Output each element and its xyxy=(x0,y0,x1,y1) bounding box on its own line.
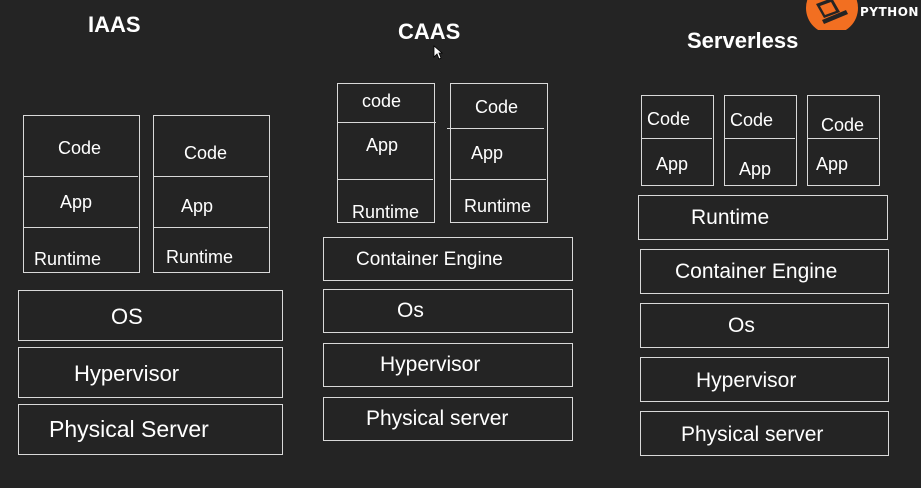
caas-container-2-code: Code xyxy=(475,97,519,117)
caas-container-2-app: App xyxy=(471,143,504,163)
serverless-function-3-code: Code xyxy=(821,115,865,135)
caas-container-2: Code App Runtime xyxy=(447,83,548,223)
serverless-hypervisor-layer: Hypervisor xyxy=(640,357,889,402)
iaas-app-stack-1: Code App Runtime xyxy=(23,115,140,273)
caas-container-1-app: App xyxy=(366,135,399,155)
caas-os-label: Os xyxy=(397,299,424,322)
python-logo: PYTHON xyxy=(802,0,921,30)
serverless-function-2-code: Code xyxy=(730,110,774,130)
iaas-stack-1-app: App xyxy=(60,192,93,212)
serverless-function-3: Code App xyxy=(807,95,880,186)
serverless-os-label: Os xyxy=(728,314,755,337)
iaas-stack-2-app: App xyxy=(181,196,214,216)
serverless-os-layer: Os xyxy=(640,303,889,348)
caas-physical-server-label: Physical server xyxy=(366,407,509,430)
caas-physical-server-layer: Physical server xyxy=(323,397,573,441)
serverless-physical-server-layer: Physical server xyxy=(640,411,889,456)
serverless-function-1-app: App xyxy=(656,154,689,174)
serverless-container-engine-label: Container Engine xyxy=(675,260,838,283)
logo-text: PYTHON xyxy=(860,5,919,19)
iaas-stack-2-code: Code xyxy=(184,143,228,163)
serverless-function-2-app: App xyxy=(739,159,772,179)
laptop-logo-icon xyxy=(806,0,858,30)
serverless-runtime-label: Runtime xyxy=(691,206,770,229)
caas-title: CAAS xyxy=(398,19,461,44)
caas-container-1-runtime: Runtime xyxy=(352,202,420,222)
iaas-hypervisor-label: Hypervisor xyxy=(74,361,180,386)
serverless-function-2: Code App xyxy=(724,95,797,186)
iaas-stack-1-code: Code xyxy=(58,138,102,158)
caas-container-1: code App Runtime xyxy=(337,83,436,223)
iaas-stack-2-runtime: Runtime xyxy=(166,247,234,267)
serverless-function-3-app: App xyxy=(816,154,849,174)
caas-container-engine-label: Container Engine xyxy=(356,249,503,270)
iaas-physical-server-layer: Physical Server xyxy=(18,404,283,455)
iaas-app-stack-2: Code App Runtime xyxy=(153,115,270,273)
caas-container-1-code: code xyxy=(362,91,402,111)
caas-container-engine-layer: Container Engine xyxy=(323,237,573,281)
iaas-title: IAAS xyxy=(88,12,141,37)
serverless-physical-server-label: Physical server xyxy=(681,423,824,446)
iaas-os-layer: OS xyxy=(18,290,283,341)
iaas-os-label: OS xyxy=(111,304,143,329)
iaas-stack-1-runtime: Runtime xyxy=(34,249,102,269)
serverless-runtime-layer: Runtime xyxy=(638,195,888,240)
iaas-hypervisor-layer: Hypervisor xyxy=(18,347,283,398)
caas-container-2-runtime: Runtime xyxy=(464,196,532,216)
iaas-physical-server-label: Physical Server xyxy=(49,416,209,442)
serverless-function-1: Code App xyxy=(641,95,714,186)
mouse-cursor-icon xyxy=(433,45,443,60)
serverless-container-engine-layer: Container Engine xyxy=(640,249,889,294)
serverless-function-1-code: Code xyxy=(647,109,691,129)
serverless-hypervisor-label: Hypervisor xyxy=(696,369,797,392)
caas-hypervisor-label: Hypervisor xyxy=(380,353,481,376)
serverless-title: Serverless xyxy=(687,28,799,53)
caas-os-layer: Os xyxy=(323,289,573,333)
caas-hypervisor-layer: Hypervisor xyxy=(323,343,573,387)
